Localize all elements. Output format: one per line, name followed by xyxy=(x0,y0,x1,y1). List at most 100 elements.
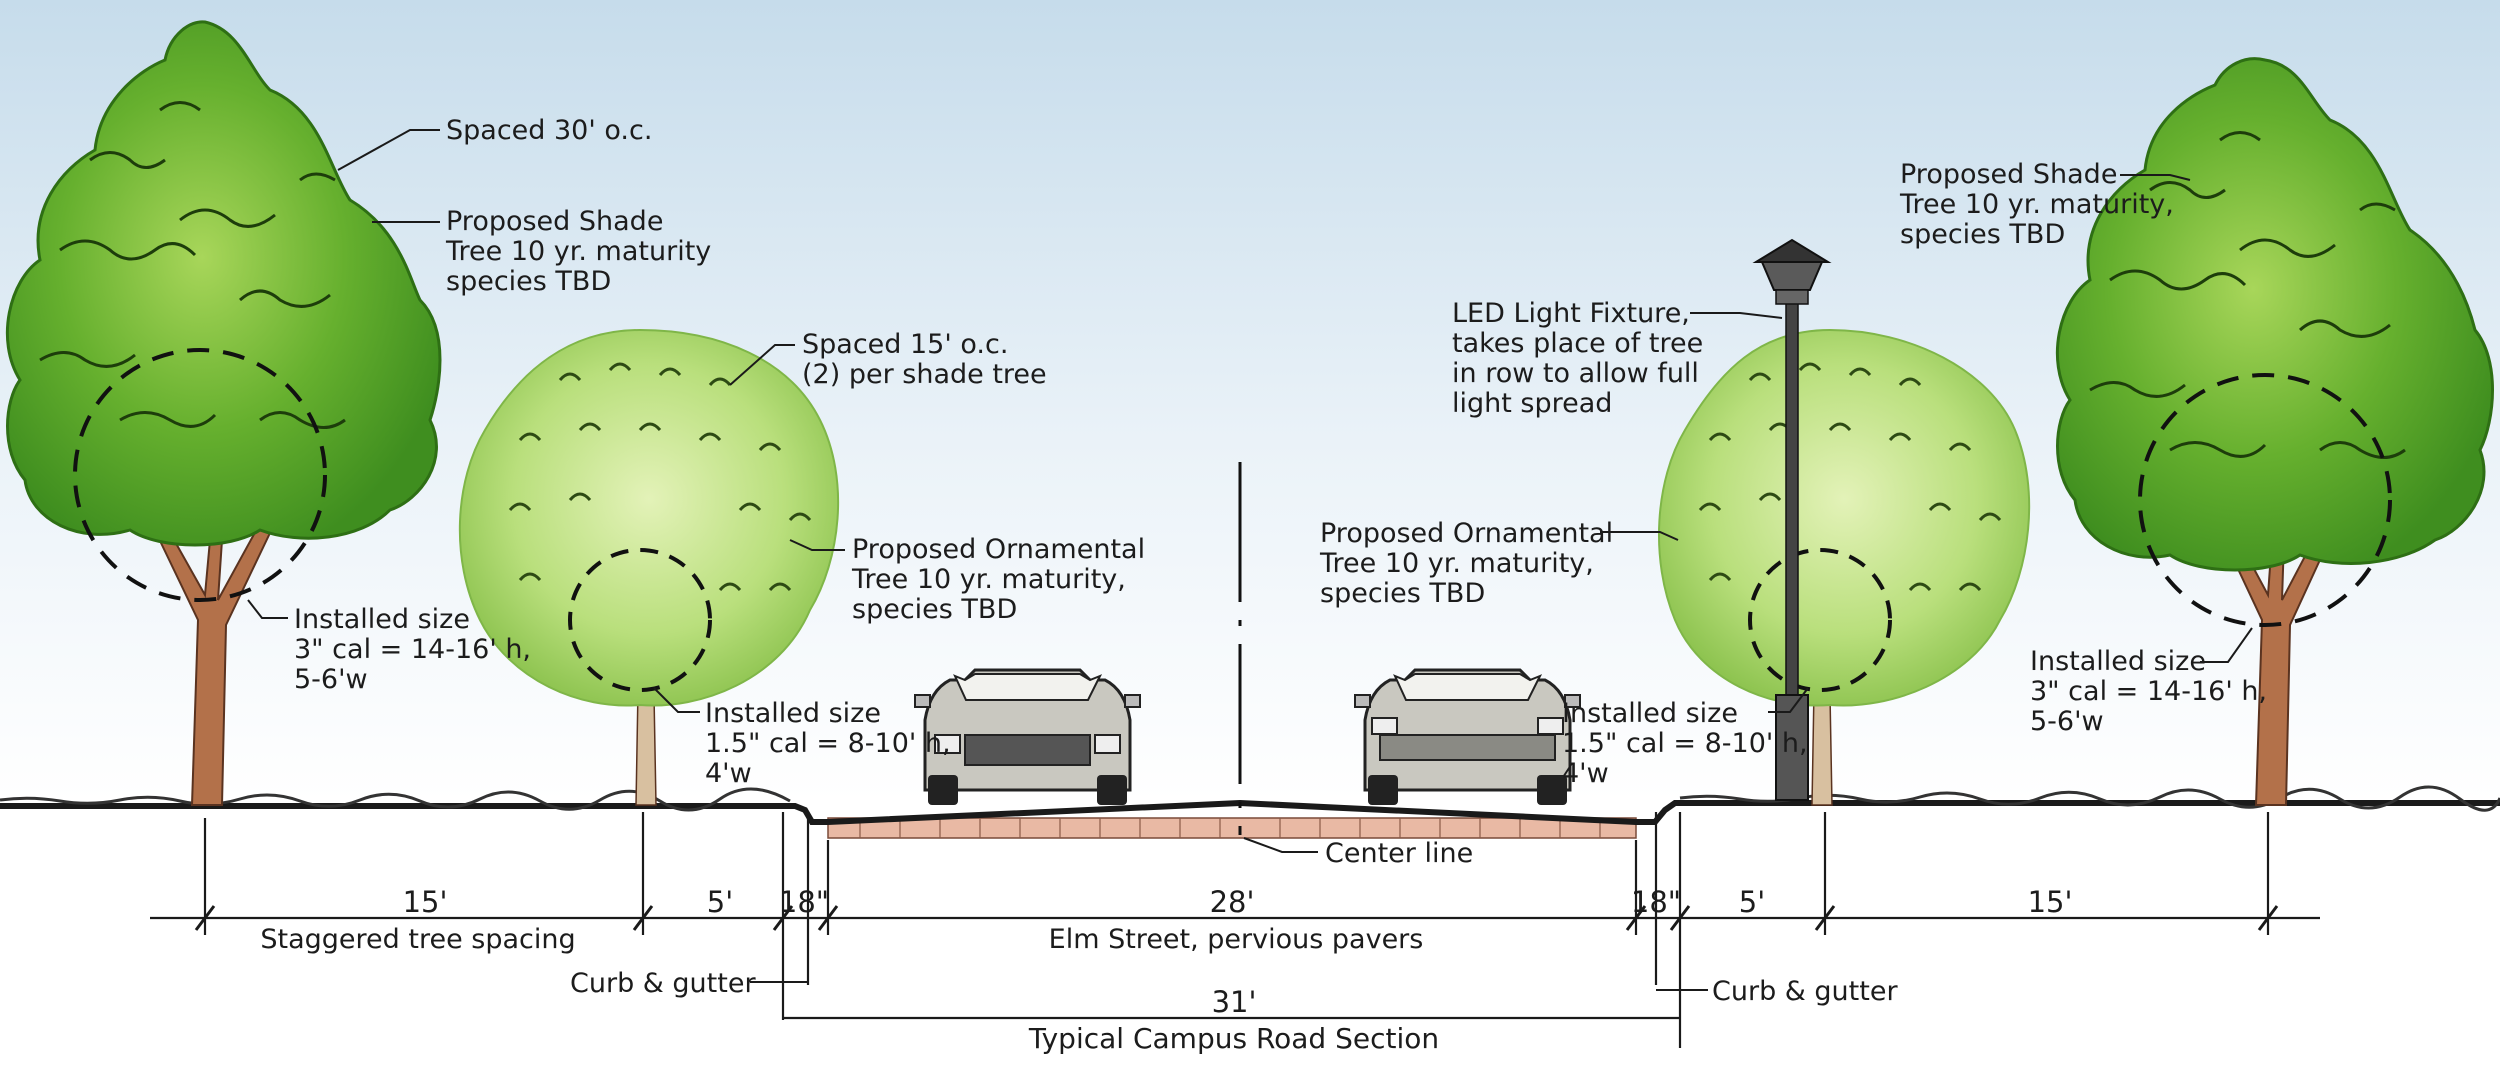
label-light-fixture-4: light spread xyxy=(1452,388,1612,419)
label-left-orn-installed-2: 1.5" cal = 8-10' h, xyxy=(705,728,951,759)
leader-light xyxy=(1690,312,1783,319)
left-car-tire-right xyxy=(1097,775,1127,805)
street-pavers xyxy=(827,817,1637,839)
tick-2 xyxy=(632,905,654,931)
right-car-mirror-right xyxy=(1564,694,1581,708)
paver-joints xyxy=(859,818,1601,838)
tick-8 xyxy=(2257,905,2279,931)
label-left-shade-tree-1: Proposed Shade xyxy=(446,206,663,237)
light-collar xyxy=(1775,289,1809,305)
label-left-orn-spacing-1: Spaced 15' o.c. xyxy=(802,329,1008,360)
led-light-fixture xyxy=(1752,238,1832,801)
right-ornamental-canopy xyxy=(1658,328,2031,707)
tick-5 xyxy=(1625,905,1647,931)
left-car-grille xyxy=(964,734,1091,766)
left-car-mirror-left xyxy=(914,694,931,708)
label-left-shade-installed-1: Installed size xyxy=(294,604,470,635)
left-car-tire-left xyxy=(928,775,958,805)
right-car-mirror-left xyxy=(1354,694,1371,708)
left-shade-leaf-scribbles xyxy=(39,101,346,429)
leader-left-spacing xyxy=(337,129,440,171)
dim-street-label: Elm Street, pervious pavers xyxy=(1049,924,1424,955)
leader-right-shade-installed xyxy=(2200,627,2253,663)
label-right-orn-tree-3: species TBD xyxy=(1320,578,1485,609)
label-right-shade-tree-3: species TBD xyxy=(1900,219,2065,250)
label-light-fixture-1: LED Light Fixture, xyxy=(1452,298,1690,329)
right-ornamental-tree xyxy=(1658,328,2031,806)
tick-3 xyxy=(772,905,794,931)
label-left-shade-installed-3: 5-6'w xyxy=(294,664,368,695)
label-left-orn-tree-1: Proposed Ornamental xyxy=(852,534,1145,565)
left-car-windshield xyxy=(953,673,1103,701)
leader-left-shade-installed xyxy=(247,599,288,619)
left-ornamental-canopy xyxy=(458,328,840,707)
tick-4 xyxy=(817,905,839,931)
leader-left-orn-spacing xyxy=(729,344,795,386)
label-left-shade-installed-2: 3" cal = 14-16' h, xyxy=(294,634,531,665)
left-shade-tree xyxy=(5,20,442,806)
right-shade-leaf-scribbles xyxy=(2089,131,2406,459)
right-car-rear-window xyxy=(1393,673,1543,701)
label-left-shade-tree-2: Tree 10 yr. maturity xyxy=(445,236,711,267)
right-shade-canopy xyxy=(2055,57,2494,572)
right-car-tire-left xyxy=(1368,775,1398,805)
label-right-orn-tree-2: Tree 10 yr. maturity, xyxy=(1319,548,1594,579)
leader-lines xyxy=(247,129,2253,991)
right-shade-tree xyxy=(2055,57,2494,806)
label-curb-left: Curb & gutter xyxy=(570,968,756,999)
dimension-lines xyxy=(150,812,2320,1048)
right-car-taillight-right xyxy=(1537,717,1564,735)
dim-right-tree-zone: 15' xyxy=(2028,885,2073,919)
right-shade-installed-outline xyxy=(2138,373,2392,627)
label-left-shade-spacing: Spaced 30' o.c. xyxy=(446,115,652,146)
leader-right-orn xyxy=(1600,531,1679,541)
tick-7 xyxy=(1814,905,1836,931)
label-curb-right: Curb & gutter xyxy=(1712,976,1898,1007)
leader-right-shade xyxy=(2120,174,2191,181)
label-right-shade-tree-2: Tree 10 yr. maturity, xyxy=(1899,189,2174,220)
left-car-headlight-right xyxy=(1094,734,1121,754)
left-ornamental-tree xyxy=(458,328,840,806)
label-light-fixture-2: takes place of tree xyxy=(1452,328,1703,359)
dim-left-planting-strip: 5' xyxy=(707,885,733,919)
tick-1 xyxy=(194,905,216,931)
tick-6 xyxy=(1669,905,1691,931)
left-shade-installed-outline xyxy=(73,348,327,602)
dim-right-planting-strip: 5' xyxy=(1739,885,1765,919)
label-light-fixture-3: in row to allow full xyxy=(1452,358,1699,389)
dim-left-tree-zone: 15' xyxy=(403,885,448,919)
dim-street-width: 28' xyxy=(1210,885,1255,919)
dim-overall-width: 31' xyxy=(1212,985,1257,1019)
label-right-orn-installed-1: Installed size xyxy=(1562,698,1738,729)
left-car-headlight-left xyxy=(934,734,961,754)
right-ornamental-leaf-strokes xyxy=(1698,362,2002,592)
leader-center-line xyxy=(1243,837,1318,853)
dimension-labels: 15' 5' 18" 28' 18" 5' 15' Staggered tree… xyxy=(260,885,2072,1055)
dim-left-curb: 18" xyxy=(779,885,829,919)
right-car-taillight-left xyxy=(1371,717,1398,735)
left-car xyxy=(914,668,1141,805)
leader-left-orn xyxy=(789,539,845,551)
right-car xyxy=(1354,668,1581,805)
dim-right-curb: 18" xyxy=(1631,885,1681,919)
annotation-labels: Spaced 30' o.c. Proposed Shade Tree 10 y… xyxy=(294,115,2267,1007)
label-right-orn-installed-2: 1.5" cal = 8-10' h, xyxy=(1562,728,1808,759)
leader-right-orn-installed xyxy=(1768,687,1809,713)
leader-left-orn-installed xyxy=(653,687,700,713)
label-center-line: Center line xyxy=(1325,838,1473,869)
label-right-orn-tree-1: Proposed Ornamental xyxy=(1320,518,1613,549)
label-right-shade-installed-1: Installed size xyxy=(2030,646,2206,677)
label-right-shade-installed-3: 5-6'w xyxy=(2030,706,2104,737)
label-right-orn-installed-3: 4'w xyxy=(1562,758,1609,789)
right-car-tire-right xyxy=(1537,775,1567,805)
light-cap xyxy=(1752,238,1832,263)
label-left-shade-tree-3: species TBD xyxy=(446,266,611,297)
label-left-orn-installed-1: Installed size xyxy=(705,698,881,729)
label-left-orn-installed-3: 4'w xyxy=(705,758,752,789)
label-right-shade-installed-2: 3" cal = 14-16' h, xyxy=(2030,676,2267,707)
dim-staggered-label: Staggered tree spacing xyxy=(260,924,575,955)
label-left-orn-spacing-2: (2) per shade tree xyxy=(802,359,1047,390)
left-car-mirror-right xyxy=(1124,694,1141,708)
